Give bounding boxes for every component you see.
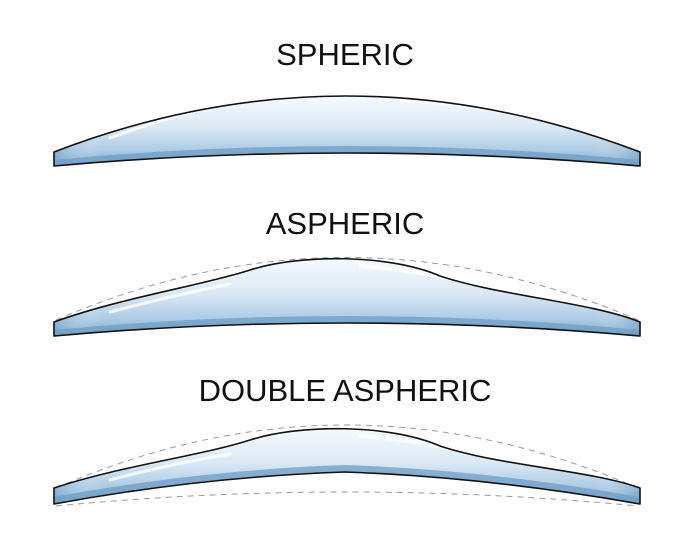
aspheric-reference-curve xyxy=(55,257,639,321)
spheric-lens-bottom-band xyxy=(54,146,640,166)
aspheric-lens-highlight xyxy=(108,282,232,314)
spheric-title: SPHERIC xyxy=(276,37,414,72)
double-aspheric-lens-highlight xyxy=(108,452,232,482)
spheric-lens-highlight xyxy=(108,100,242,140)
double-aspheric-lens-outline xyxy=(53,427,641,505)
aspheric-lens-outline xyxy=(53,257,641,337)
spheric-lens-edge-shade xyxy=(54,96,640,166)
aspheric-title: ASPHERIC xyxy=(265,206,425,241)
aspheric-lens-bottom-band xyxy=(54,316,640,336)
double-aspheric-reference-curve-bottom xyxy=(55,491,639,507)
double-aspheric-title: DOUBLE ASPHERIC xyxy=(198,373,492,408)
spheric-lens-outline xyxy=(53,95,641,167)
spheric-lens xyxy=(53,95,641,167)
double-aspheric-lens xyxy=(53,424,641,507)
aspheric-lens xyxy=(53,257,641,337)
aspheric-lens-edge-shade xyxy=(54,258,640,336)
double-aspheric-lens-bottom-band xyxy=(54,465,640,504)
double-aspheric-reference-curve-top xyxy=(55,424,639,489)
